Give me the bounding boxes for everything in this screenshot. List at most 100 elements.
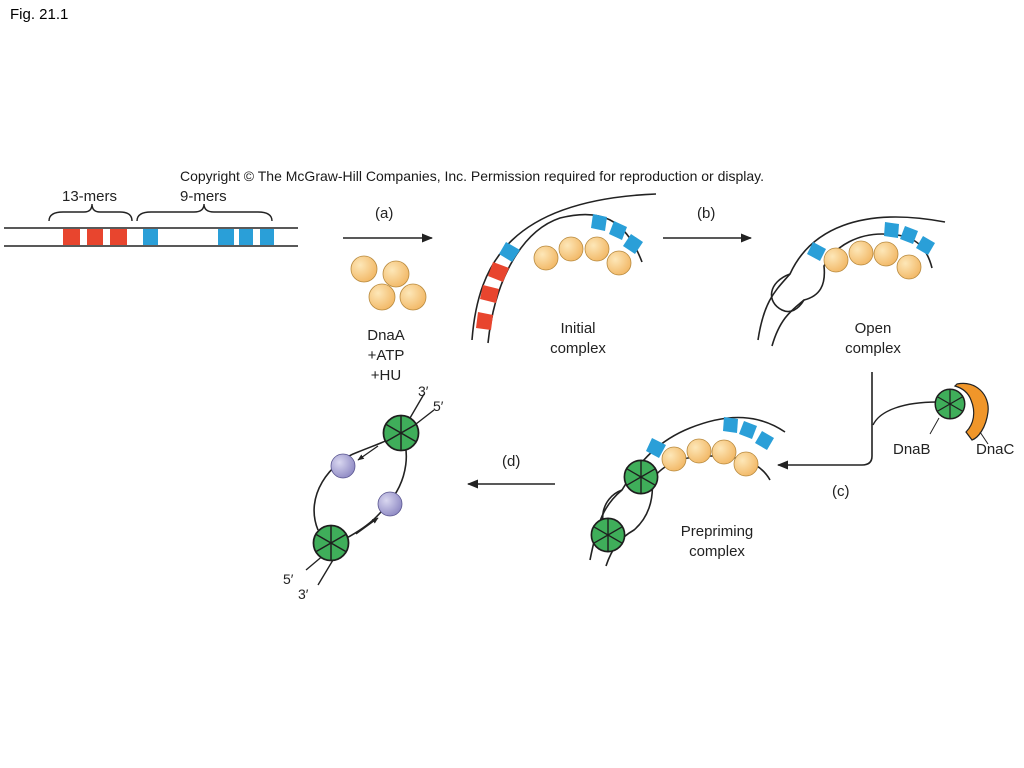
thirteen-mer-box (480, 285, 499, 303)
nine-mer-box (609, 221, 627, 240)
dnac-protein (953, 382, 989, 441)
dnaa-monomer (733, 451, 759, 477)
step-c-label: (c) (832, 483, 850, 500)
primase-bottom (377, 491, 403, 517)
step-b-label: (b) (697, 205, 715, 222)
nine-mer-box (755, 431, 774, 450)
open-nine-mers (807, 222, 935, 261)
dnac-label: DnaC (976, 441, 1015, 458)
prepriming-nine-mers (646, 417, 774, 458)
primase-top (330, 453, 356, 479)
dnaa-monomer (368, 283, 396, 311)
dnab-helicase (623, 459, 659, 495)
initial-nine-mers (499, 214, 643, 262)
prepriming-complex-label-line1: Prepriming (681, 523, 754, 540)
bottom-three-prime-label: 3′ (298, 586, 309, 602)
thirteen-mer-box (488, 262, 509, 282)
dnaa-monomer (711, 439, 737, 465)
dnab-helicase-bottom (312, 524, 350, 562)
nine-mer-box (260, 229, 274, 245)
thirteen-mer-box (476, 312, 493, 330)
dnab-dna-strand (872, 401, 938, 426)
nine-mer-box (884, 222, 899, 238)
dnab-helicase-top (382, 414, 420, 452)
dnab-helicase (934, 388, 966, 420)
hu-label: +HU (371, 367, 401, 384)
nine-mer-box (900, 226, 918, 244)
nine-mers-label: 9-mers (180, 188, 227, 205)
replication-bubble: 3′ 5′ 5′ 3′ (283, 383, 444, 602)
nine-mer-box (499, 242, 520, 262)
dnaa-monomer (606, 250, 632, 276)
dnaa-monomer (533, 245, 559, 271)
dnaa-monomer (399, 283, 427, 311)
dnab-leader-line (929, 417, 940, 435)
open-dnaa-proteins (823, 240, 922, 280)
prepriming-dnaa-proteins (661, 438, 759, 477)
nine-mer-box (218, 229, 234, 245)
initial-complex-label-line1: Initial (560, 320, 595, 337)
dnaa-monomer (350, 255, 378, 283)
initial-outer-strand (471, 193, 657, 341)
dnaa-monomer (873, 241, 899, 267)
nine-mer-box (143, 229, 158, 245)
initial-complex-label-line2: complex (550, 340, 606, 357)
open-bubble (770, 273, 805, 313)
nine-mer-box (916, 236, 935, 255)
thirteen-mer-box (63, 229, 80, 245)
top-primer-direction-arrow (357, 445, 379, 461)
top-duplex-strand-5 (415, 409, 435, 425)
nine-mer-box (646, 438, 666, 458)
step-c: DnaB DnaC (c) (776, 372, 1015, 500)
step-b: (b) (663, 205, 753, 243)
dnac-leader-line (979, 431, 989, 445)
dnaa-monomer (661, 446, 687, 472)
top-five-prime-label: 5′ (433, 398, 444, 414)
origin-dna: 13-mers 9-mers (4, 188, 298, 247)
bottom-five-prime-label: 5′ (283, 571, 294, 587)
open-outer-strand (757, 216, 946, 341)
bottom-duplex-strand-3 (317, 559, 334, 586)
nine-mer-box (239, 229, 253, 245)
thirteen-mers-label: 13-mers (62, 188, 117, 205)
dnab-label: DnaB (893, 441, 931, 458)
dnaa-monomer (584, 236, 610, 262)
nine-mer-box (739, 421, 757, 439)
initial-dnaa-proteins (533, 236, 632, 276)
step-a-label: (a) (375, 205, 393, 222)
open-complex-label-line2: complex (845, 340, 901, 357)
nine-mer-box (723, 417, 738, 433)
bottom-primer-direction-arrow (355, 517, 379, 535)
nine-mer-box (591, 214, 607, 231)
nine-mer-boxes (143, 229, 274, 245)
nine-mer-box (623, 234, 643, 254)
thirteen-mer-box (87, 229, 103, 245)
prepriming-complex: Prepriming complex (589, 416, 786, 567)
step-d-label: (d) (502, 453, 520, 470)
dnaa-monomer (823, 247, 849, 273)
dnaa-monomer (896, 254, 922, 280)
top-duplex-strand-3 (409, 393, 425, 419)
dnaa-monomer (558, 236, 584, 262)
nine-mer-box (807, 242, 826, 261)
dnab-helicase (590, 517, 626, 553)
thirteen-mer-box (110, 229, 127, 245)
nine-mers-brace (136, 203, 273, 222)
initial-complex: Initial complex (471, 193, 657, 357)
atp-label: +ATP (368, 347, 405, 364)
dnaa-monomer (686, 438, 712, 464)
dnaa-label: DnaA (367, 327, 405, 344)
thirteen-mer-boxes (63, 229, 127, 245)
top-three-prime-label: 3′ (418, 383, 429, 399)
dnaa-cluster (350, 255, 427, 311)
step-c-arrow (776, 372, 873, 470)
open-complex: Open complex (757, 216, 946, 357)
prepriming-complex-label-line2: complex (689, 543, 745, 560)
step-d: (d) (466, 453, 555, 489)
open-complex-label-line1: Open (855, 320, 892, 337)
thirteen-mers-brace (48, 203, 133, 222)
copyright-notice: Copyright © The McGraw-Hill Companies, I… (180, 168, 765, 184)
dnaa-monomer (848, 240, 874, 266)
dnaa-monomer (382, 260, 410, 288)
